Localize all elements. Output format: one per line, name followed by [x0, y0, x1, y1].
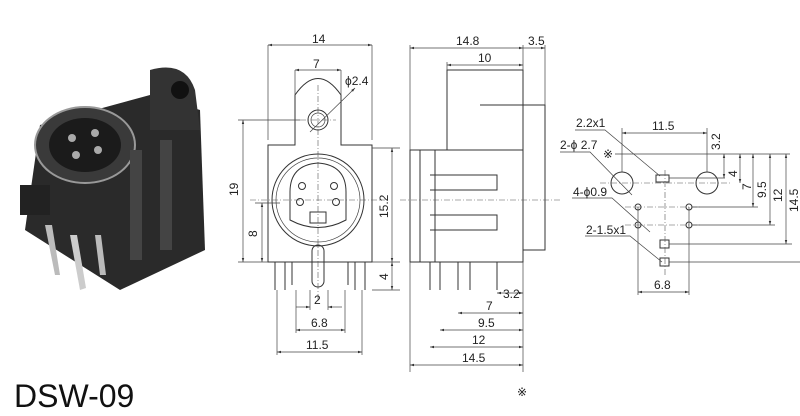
dim-d5: 14.5 — [462, 351, 486, 365]
front-view: 14 7 ϕ2.4 19 8 15.2 4 2 6.8 11.5 — [227, 32, 400, 355]
dim-d2: 7 — [486, 299, 493, 313]
dim-depth: 14.8 — [456, 34, 480, 48]
dim-body: 15.2 — [377, 194, 391, 218]
dim-center: 8 — [246, 230, 260, 237]
dim-height: 19 — [227, 182, 241, 196]
dim-d1: 3.2 — [503, 287, 520, 301]
dim-v4: 9.5 — [755, 181, 769, 198]
dim-tab: 7 — [313, 57, 320, 71]
dim-v6: 14.5 — [787, 188, 800, 212]
model-title: DSW-09 — [14, 378, 135, 414]
dim-d3: 9.5 — [478, 316, 495, 330]
dim-d4: 12 — [472, 333, 486, 347]
dim-v1: 3.2 — [709, 133, 723, 150]
dim-v3: 7 — [740, 183, 754, 190]
reference-mark: ※ — [517, 385, 527, 399]
label-mount-holes: 2-ϕ 2.7 — [560, 138, 598, 152]
side-view: 14.8 3.5 10 3.2 7 9.5 12 14.5 ※ — [400, 34, 560, 399]
dim-hole: ϕ2.4 — [345, 74, 369, 88]
dim-pin-pitch: 2 — [314, 293, 321, 307]
label-pin-slots: 2-1.5x1 — [586, 223, 626, 237]
dim-h-spacing: 11.5 — [652, 119, 675, 133]
dim-pin-spacing: 6.8 — [654, 278, 671, 292]
dim-top: 10 — [478, 51, 492, 65]
dim-width: 14 — [312, 32, 326, 46]
dim-v2: 4 — [726, 170, 740, 177]
dim-pin: 4 — [377, 273, 391, 280]
reference-mark-pcb: ※ — [603, 147, 613, 161]
dim-overhang: 3.5 — [528, 34, 545, 48]
label-pin-holes: 4-ϕ0.9 — [573, 185, 607, 199]
pcb-layout: 2.2x1 2-ϕ 2.7 4-ϕ0.9 2-1.5x1 ※ 11.5 6.8 … — [560, 116, 800, 295]
dim-v5: 12 — [771, 188, 785, 202]
dim-inner-pins: 6.8 — [311, 316, 328, 330]
label-slot: 2.2x1 — [576, 116, 606, 130]
dim-outer-pins: 11.5 — [306, 338, 329, 352]
connector-photo — [20, 67, 205, 290]
